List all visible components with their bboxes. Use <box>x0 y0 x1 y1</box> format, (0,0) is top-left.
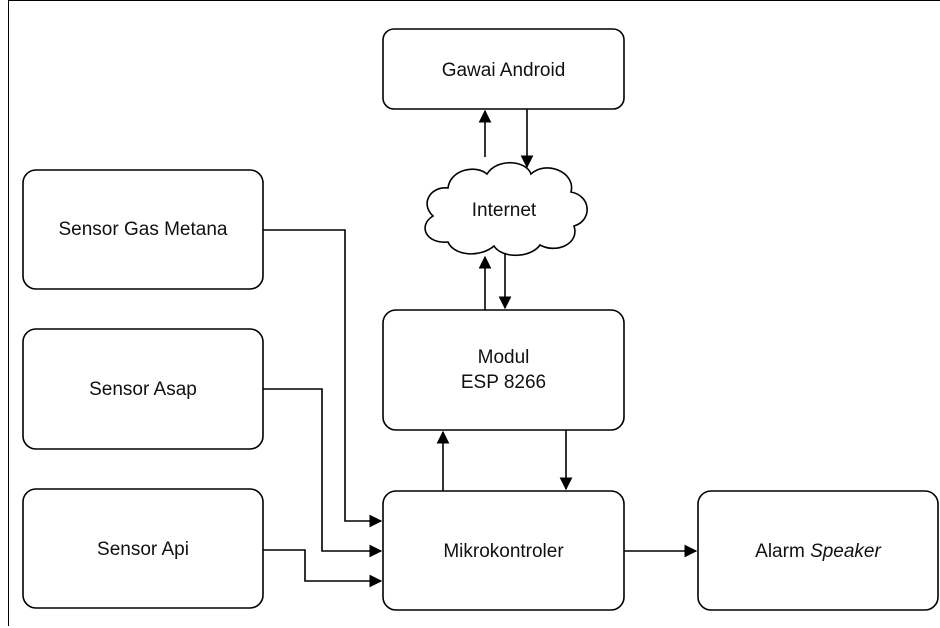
alarm-prefix: Alarm <box>755 541 810 562</box>
node-modul-esp8266: Modul ESP 8266 <box>382 309 625 431</box>
diagram-frame <box>8 0 940 626</box>
node-sensor-api-label: Sensor Api <box>97 539 189 560</box>
node-mikrokontroler: Mikrokontroler <box>382 490 625 611</box>
node-sensor-api: Sensor Api <box>22 488 264 609</box>
node-sensor-gas-metana: Sensor Gas Metana <box>22 169 264 290</box>
alarm-speaker-italic: Speaker <box>810 541 881 562</box>
node-internet-label: Internet <box>472 200 537 221</box>
node-alarm-speaker-label: Alarm Speaker <box>755 541 881 562</box>
node-mikrokontroler-label: Mikrokontroler <box>443 541 564 562</box>
node-gawai-android: Gawai Android <box>382 28 625 110</box>
node-alarm-speaker: Alarm Speaker <box>697 490 939 611</box>
node-sensor-asap-label: Sensor Asap <box>89 379 197 400</box>
arrow-gas-to-mikro <box>263 229 383 528</box>
node-modul-label-line1: Modul <box>478 347 530 368</box>
node-sensor-asap: Sensor Asap <box>22 328 264 450</box>
node-sensor-gas-metana-label: Sensor Gas Metana <box>59 219 228 240</box>
arrow-asap-to-mikro <box>263 388 383 558</box>
node-internet: Internet <box>424 161 588 257</box>
node-gawai-android-label: Gawai Android <box>442 60 566 81</box>
node-modul-label-line2: ESP 8266 <box>461 372 546 393</box>
arrow-api-to-mikro <box>263 549 383 588</box>
